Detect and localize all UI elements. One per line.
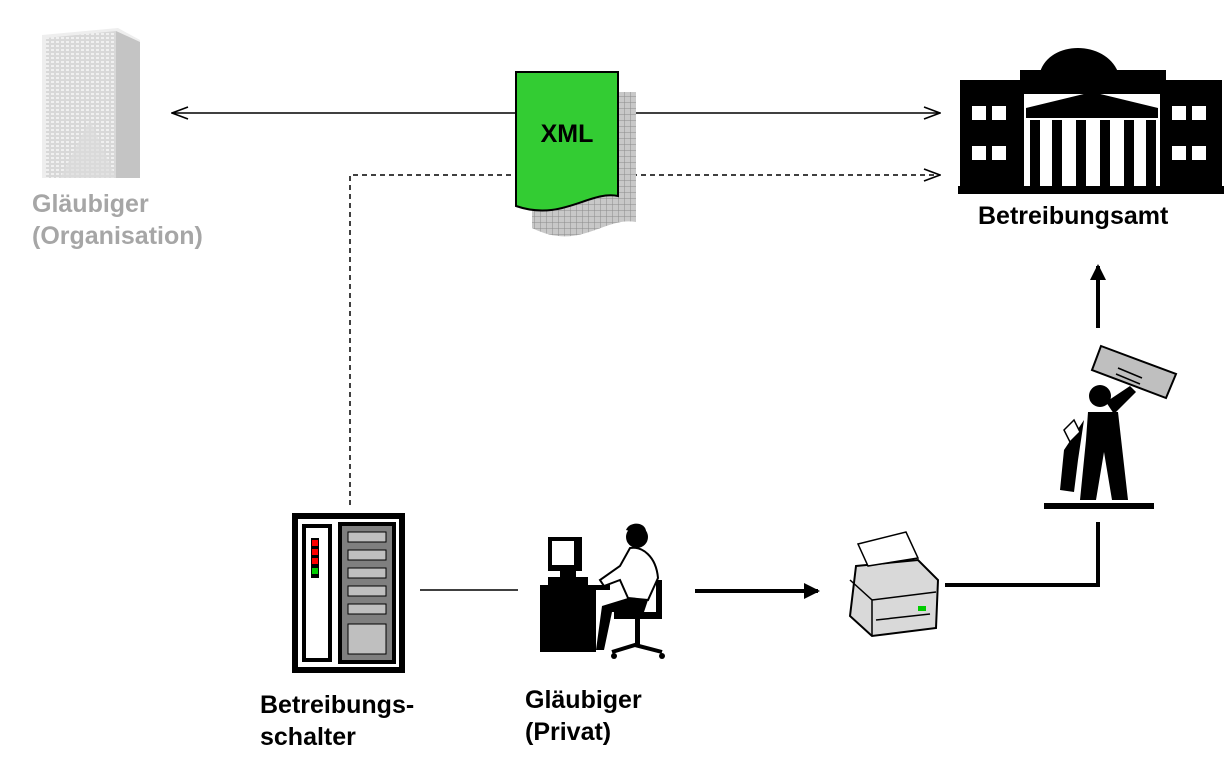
dashed-counter-to-office xyxy=(349,175,940,505)
xml-doc-label: XML xyxy=(541,120,594,148)
government-building-icon xyxy=(958,48,1224,194)
counter-label-line2: schalter xyxy=(260,723,356,751)
counter-label-line1: Betreibungs- xyxy=(260,691,415,719)
printer-icon xyxy=(848,531,940,638)
private-creditor-label: Gläubiger (Privat) xyxy=(525,684,642,748)
xml-document-icon: XML xyxy=(515,71,636,237)
org-creditor-label-line1: Gläubiger xyxy=(32,190,149,218)
line-printer-to-mail xyxy=(945,522,1100,587)
person-with-envelope-icon xyxy=(1044,344,1178,509)
office-label-line1: Betreibungsamt xyxy=(978,202,1169,230)
private-creditor-label-line1: Gläubiger xyxy=(525,686,642,714)
org-creditor-label-line2: (Organisation) xyxy=(32,222,203,250)
counter-label: Betreibungs- schalter xyxy=(260,689,414,753)
office-tower-icon xyxy=(42,28,140,178)
person-at-computer-icon xyxy=(540,523,665,659)
office-label: Betreibungsamt xyxy=(978,200,1168,232)
server-rack-icon xyxy=(292,513,405,673)
private-creditor-label-line2: (Privat) xyxy=(525,718,612,746)
org-creditor-label: Gläubiger (Organisation) xyxy=(32,188,203,252)
